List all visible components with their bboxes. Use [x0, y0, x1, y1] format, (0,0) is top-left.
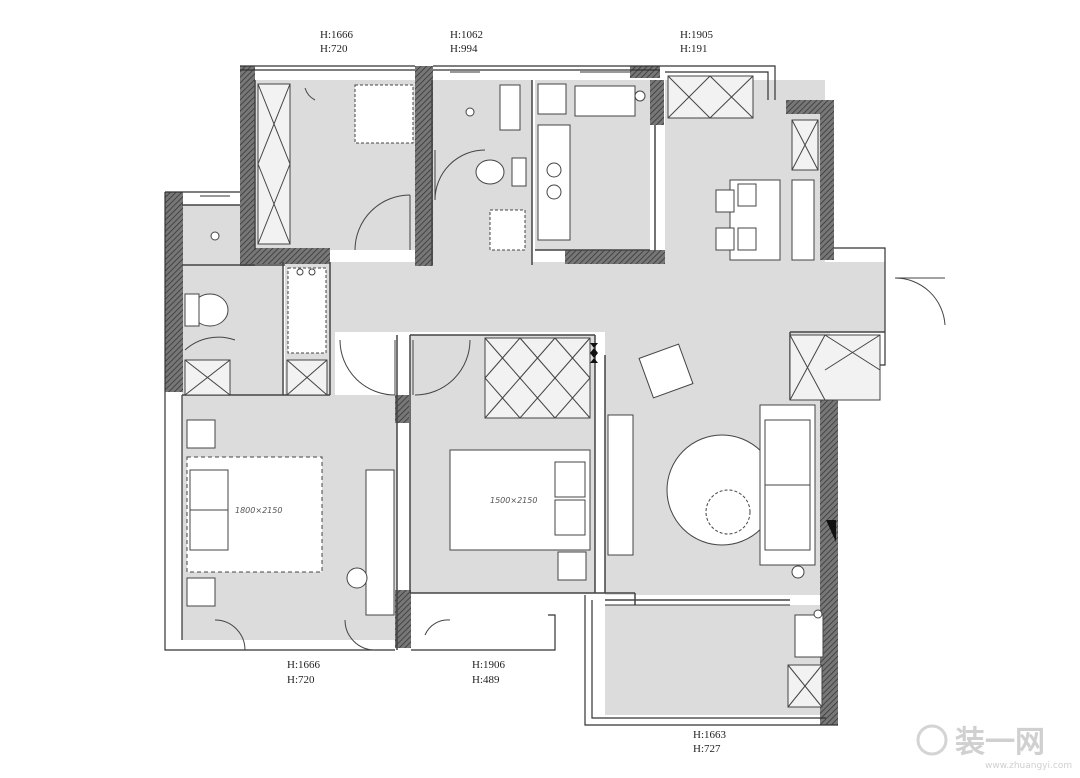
dining-chair: [715, 227, 735, 251]
wall-segment: [395, 395, 409, 423]
watermark: 装一网 www.zhuangyi.com: [916, 724, 1072, 771]
wall-segment: [820, 590, 838, 725]
nightstand: [557, 551, 587, 581]
dim-top-center-h1: H:1062: [450, 29, 483, 41]
door-swing: [414, 339, 471, 396]
wall-segment: [650, 80, 664, 125]
vanity-left: [287, 267, 327, 354]
doors: [184, 87, 946, 651]
fridge: [537, 83, 567, 115]
dim-bottom-center-h1: H:1906: [472, 659, 506, 671]
door-swing: [304, 87, 316, 101]
pillow: [189, 509, 229, 551]
sink-icon: [634, 90, 646, 102]
dim-bottom-right-h2: H:727: [693, 743, 721, 755]
sofa-cushion: [764, 484, 811, 551]
lamp-icon: [791, 565, 805, 579]
washing-machine: [794, 614, 824, 658]
tap-icon: [308, 268, 316, 276]
outer-walls: [164, 65, 886, 726]
lamp-icon: [346, 567, 368, 589]
toilet-tank: [511, 157, 527, 187]
cabinet-bathroom-left: [184, 359, 328, 396]
dim-bottom-left-h2: H:720: [287, 674, 315, 686]
door-swing: [339, 339, 396, 396]
wall-segment: [395, 590, 411, 648]
sideboard: [791, 179, 815, 261]
wardrobe-master: [365, 469, 395, 616]
tap-icon: [296, 268, 304, 276]
wardrobe-top-bedroom: [257, 83, 291, 245]
pillow: [554, 499, 586, 536]
wall-segment: [240, 66, 255, 266]
electrical-panel-icon: [590, 343, 598, 363]
furniture: [184, 83, 824, 658]
wardrobes: [184, 75, 881, 708]
pillow: [554, 461, 586, 498]
watermark-text: 装一网: [955, 725, 1045, 760]
symbols: [590, 343, 836, 542]
burner-icon: [546, 162, 562, 178]
dining-chair: [715, 189, 735, 213]
wall-segment: [820, 365, 838, 605]
nightstand: [186, 577, 216, 607]
door-swing: [214, 619, 246, 651]
vanity-top: [489, 209, 526, 251]
dim-bottom-left-h1: H:1666: [287, 659, 321, 671]
toilet-top: [475, 159, 505, 185]
wall-segment: [565, 250, 665, 264]
sofa-cushion: [764, 419, 811, 486]
wall-segment: [240, 248, 330, 264]
desk-second: [607, 414, 634, 556]
kitchen-sink: [574, 85, 636, 117]
cabinet-dining: [791, 119, 819, 171]
washbasin-top: [499, 84, 521, 131]
coffee-table: [705, 489, 751, 535]
room-corridor: [330, 262, 885, 332]
burner-icon: [546, 184, 562, 200]
dimension-labels: H:1666 H:720 H:1062 H:994 H:1905 H:191 H…: [287, 29, 727, 755]
desk-top-bedroom: [354, 84, 414, 144]
dining-chair: [737, 227, 757, 251]
door-swing: [354, 194, 411, 251]
toilet-tank: [184, 293, 200, 327]
structural-walls: [165, 66, 838, 725]
dim-top-left-h2: H:720: [320, 43, 348, 55]
armchair: [638, 343, 694, 399]
wall-segment: [415, 66, 433, 266]
wall-segment: [820, 100, 834, 260]
kitchen-counter: [537, 124, 571, 241]
door-swing: [424, 619, 451, 636]
wall-segment: [165, 192, 183, 392]
windows: [200, 65, 790, 606]
nightstand: [186, 419, 216, 449]
cabinet-dining-top: [667, 75, 754, 119]
door-swing: [344, 619, 376, 651]
door-swing: [894, 277, 946, 326]
drain-icon: [465, 107, 475, 117]
bed-size-second: 1500×2150: [490, 496, 537, 505]
watermark-url: www.zhuangyi.com: [985, 761, 1072, 771]
dim-top-right-h2: H:191: [680, 43, 708, 55]
wardrobe-second-bedroom: [484, 337, 591, 419]
dim-top-right-h1: H:1905: [680, 29, 714, 41]
door-swing: [184, 336, 236, 351]
dim-top-center-h2: H:994: [450, 43, 478, 55]
bed-size-master: 1800×2150: [235, 506, 282, 515]
dim-bottom-right-h1: H:1663: [693, 729, 727, 741]
dim-bottom-center-h2: H:489: [472, 674, 500, 686]
drain-icon: [210, 231, 220, 241]
dining-chair: [737, 183, 757, 207]
dim-top-left-h1: H:1666: [320, 29, 354, 41]
tv-icon: [826, 520, 836, 542]
wall-segment: [630, 66, 660, 78]
watermark-logo-icon: [916, 724, 948, 756]
door-swing: [434, 149, 486, 201]
drain-icon: [813, 609, 823, 619]
wall-segment: [786, 100, 834, 114]
cabinet-balcony: [787, 664, 823, 708]
pillow: [189, 469, 229, 511]
cabinet-living-top: [789, 334, 881, 401]
